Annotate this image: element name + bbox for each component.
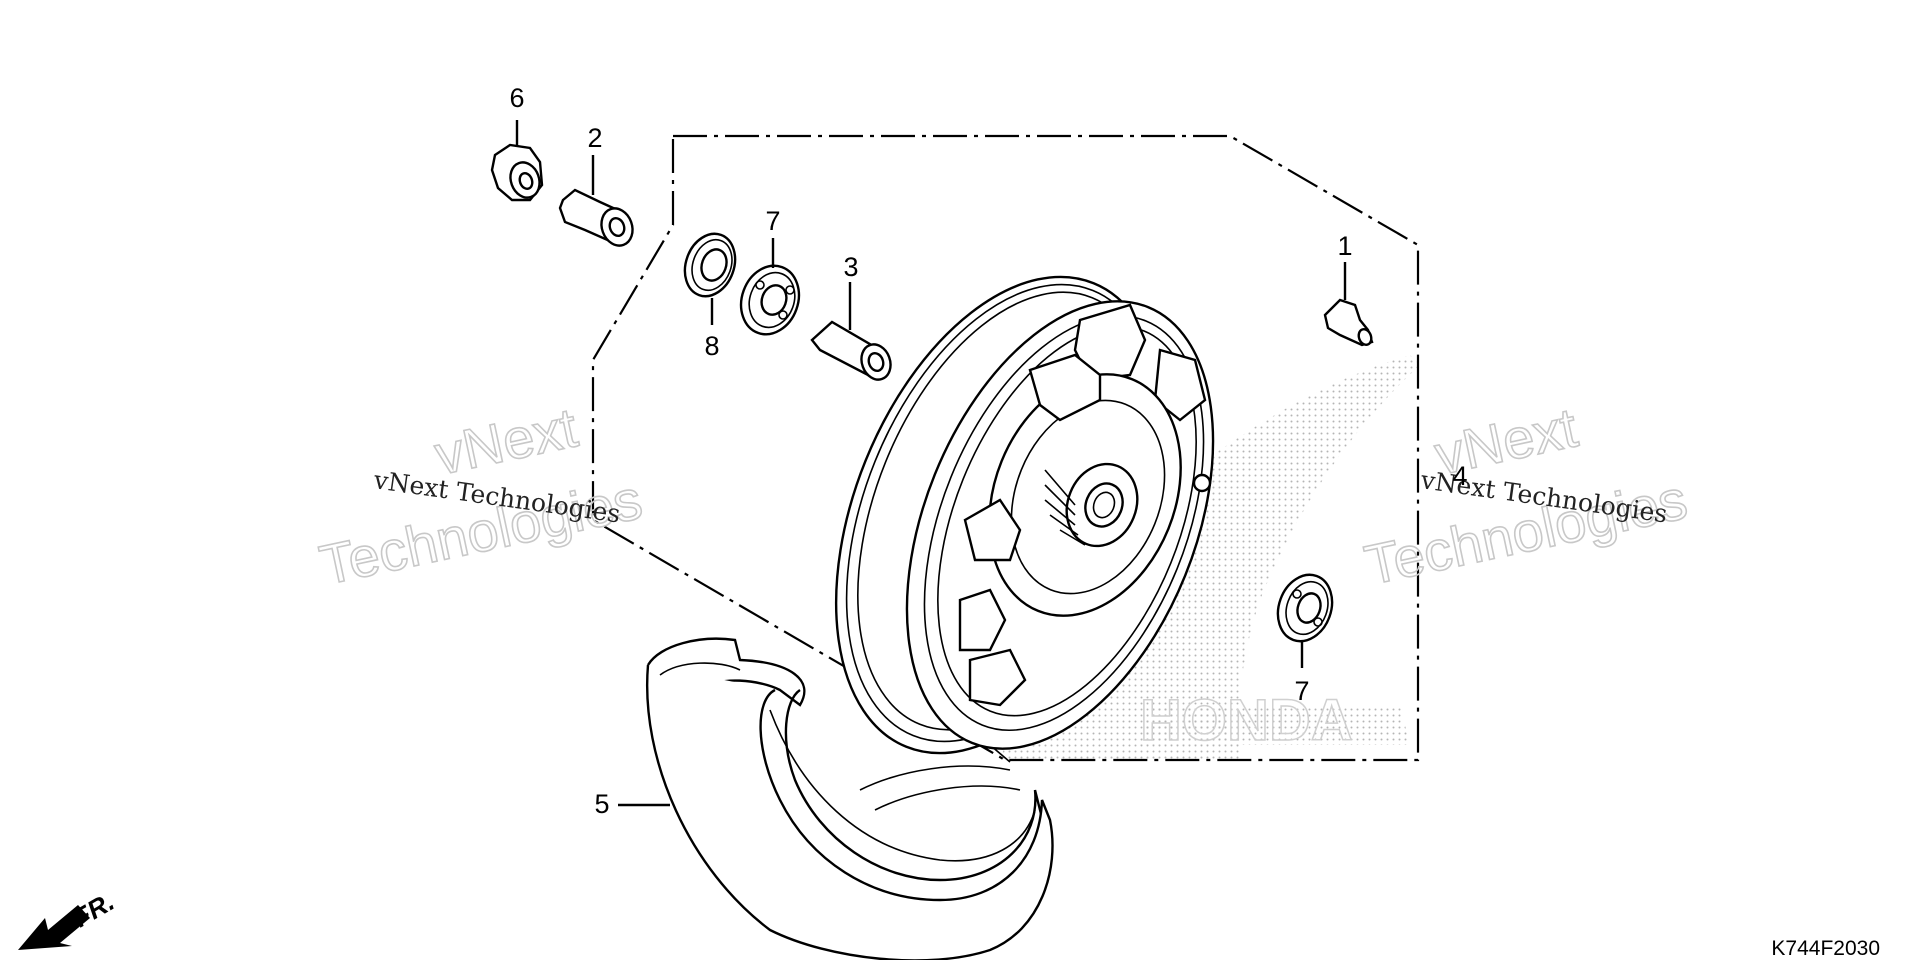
bearing-part-7-lower: [1276, 573, 1334, 668]
nut-part-6: [490, 120, 544, 202]
callout-3: 3: [843, 252, 858, 282]
valve-part-1: [1323, 262, 1374, 347]
callout-7-upper: 7: [765, 206, 780, 236]
watermark-left: vNext Technologies vNext Technologies: [314, 394, 648, 597]
tire-part-5: [645, 637, 1054, 960]
callout-6: 6: [509, 83, 524, 113]
arrow-left-icon: [18, 905, 90, 950]
watermark-right: vNext Technologies vNext Technologies: [1359, 394, 1693, 597]
wheel-rim-part-4: [834, 275, 1215, 755]
dust-seal-part-8: [683, 232, 737, 325]
callout-5: 5: [594, 789, 609, 819]
assembly-boundary: [591, 134, 1420, 762]
callout-2: 2: [587, 123, 602, 153]
watermark-big-line1: vNext: [429, 395, 583, 486]
callout-1: 1: [1337, 231, 1352, 261]
diagram-code: K744F2030: [1771, 937, 1880, 960]
bearing-part-7-upper: [739, 238, 801, 336]
honda-logo-text: HONDA: [1140, 688, 1353, 753]
collar-part-2: [558, 155, 634, 247]
callout-4: 4: [1452, 461, 1467, 491]
front-direction-arrow: FR.: [18, 886, 119, 950]
distance-collar-part-3: [810, 282, 892, 381]
callout-7-lower: 7: [1294, 676, 1309, 706]
callout-8: 8: [704, 331, 719, 361]
